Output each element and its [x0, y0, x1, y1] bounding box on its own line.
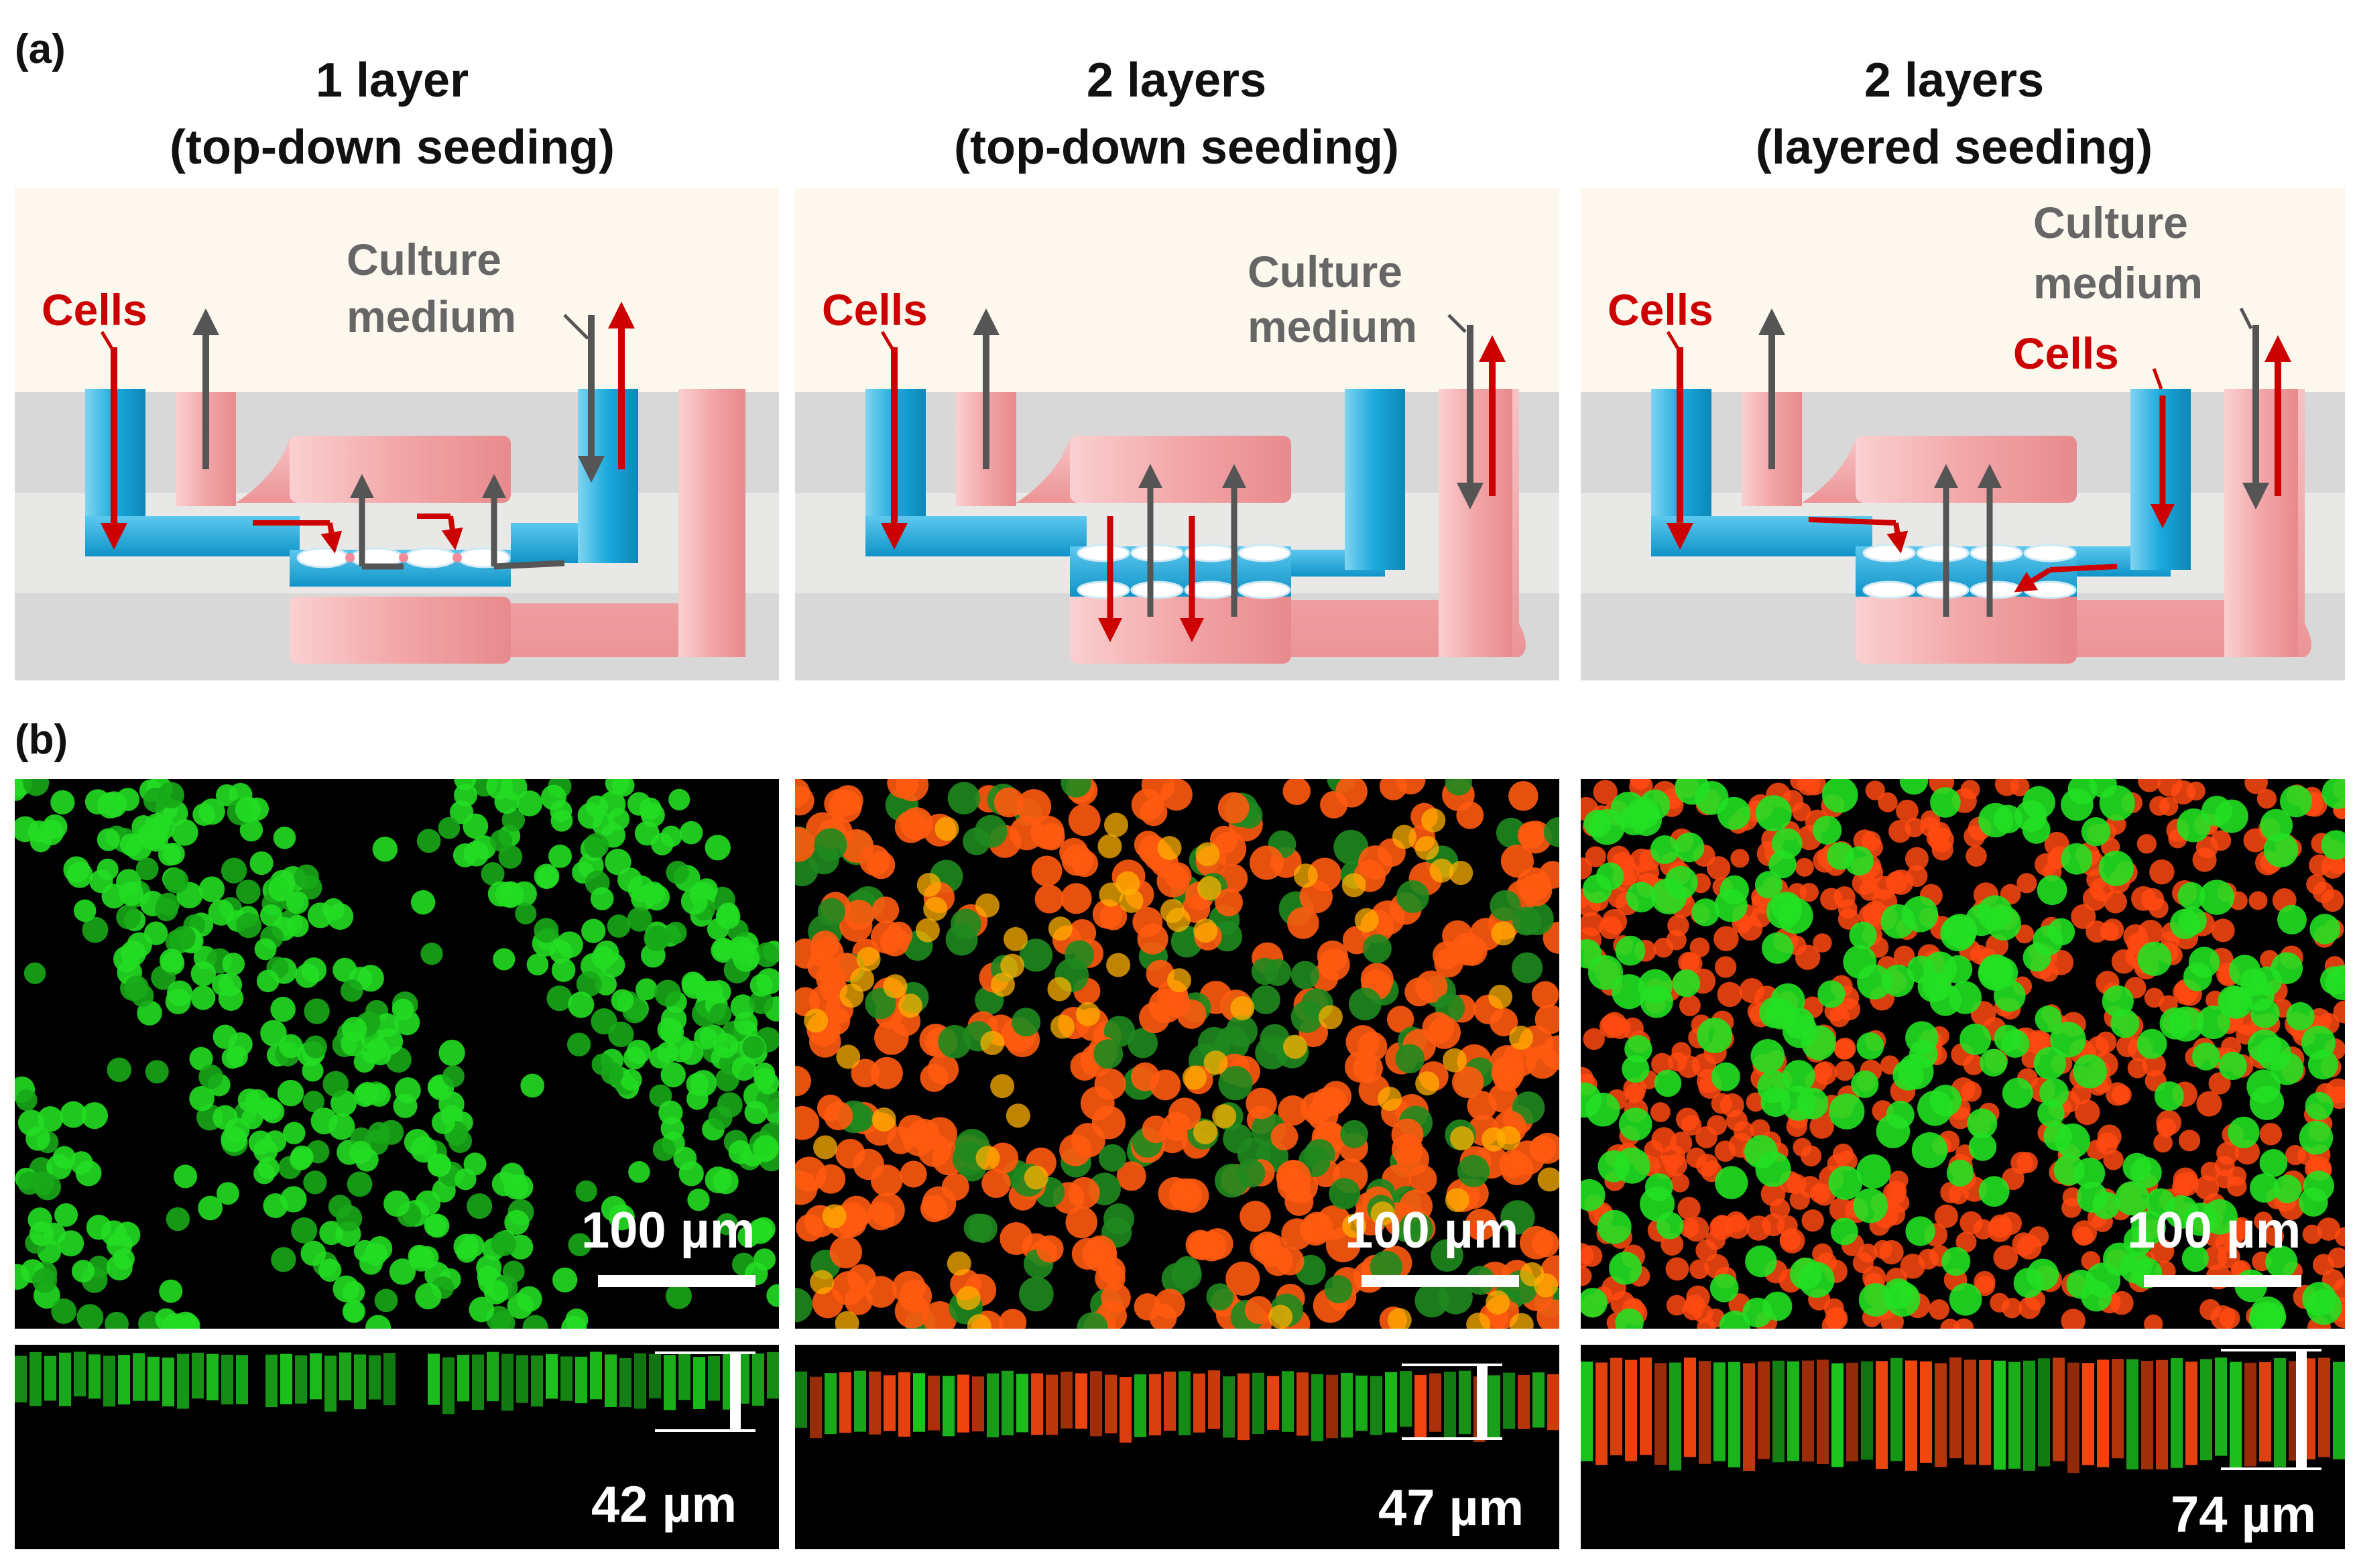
diagram-2-layers-layered: Cells Cells Culture medium — [1581, 188, 2345, 680]
panel-label-b: (b) — [15, 717, 68, 763]
micrograph-2-cells — [795, 779, 1559, 1329]
cells-label-2: Cells — [2013, 328, 2119, 378]
column-1-title-line2: (top-down seeding) — [170, 121, 615, 174]
cross-section-3-image — [1581, 1349, 2345, 1473]
cross-section-2-image — [795, 1364, 1559, 1443]
column-1-title: 1 layer (top-down seeding) — [7, 47, 778, 181]
culture-medium-label-line1: Culture — [347, 235, 501, 284]
culture-medium-label-line2: medium — [347, 292, 516, 341]
micrograph-2: 100 µm — [795, 779, 1559, 1329]
height-label: 74 µm — [2171, 1486, 2317, 1543]
diagram-2-layers-top-down: Cells Culture medium — [795, 188, 1559, 680]
diagram-1-layer-top-down: Cells Culture medium — [15, 188, 779, 680]
cells-label: Cells — [42, 285, 147, 335]
culture-medium-label-line1: Culture — [1248, 247, 1402, 296]
column-3-title-line2: (layered seeding) — [1755, 121, 2153, 174]
scale-bar — [1362, 1275, 1519, 1287]
column-2-title-line1: 2 layers — [1086, 54, 1267, 107]
scale-bar — [598, 1275, 756, 1287]
height-label: 42 µm — [591, 1476, 737, 1533]
cross-section-1: 42 µm — [15, 1345, 779, 1549]
cells-label: Cells — [1608, 285, 1713, 335]
panel-label-a: (a) — [15, 26, 66, 72]
scale-bar — [2144, 1275, 2301, 1287]
scale-bar-label: 100 µm — [581, 1202, 756, 1259]
column-1-title-line1: 1 layer — [315, 54, 469, 107]
height-label: 47 µm — [1378, 1480, 1524, 1536]
cross-section-3: 74 µm — [1581, 1345, 2345, 1549]
culture-medium-label-line1: Culture — [2033, 198, 2188, 247]
cross-section-2: 47 µm — [795, 1345, 1559, 1549]
cross-section-1-image — [15, 1351, 779, 1432]
micrograph-3-cells — [1581, 779, 2345, 1329]
culture-medium-label-line2: medium — [1248, 302, 1417, 351]
micrograph-1: 100 µm — [15, 779, 779, 1329]
column-2-title-line2: (top-down seeding) — [954, 121, 1399, 174]
micrograph-1-cells — [15, 779, 779, 1329]
scale-bar-label: 100 µm — [2127, 1202, 2301, 1259]
micrograph-3: 100 µm — [1581, 779, 2345, 1329]
cells-label: Cells — [822, 285, 928, 335]
culture-medium-label-line2: medium — [2033, 258, 2203, 308]
column-3-title: 2 layers (layered seeding) — [1569, 47, 2340, 181]
scale-bar-label: 100 µm — [1345, 1202, 1519, 1259]
column-3-title-line1: 2 layers — [1864, 54, 2045, 107]
column-2-title: 2 layers (top-down seeding) — [791, 47, 1562, 181]
